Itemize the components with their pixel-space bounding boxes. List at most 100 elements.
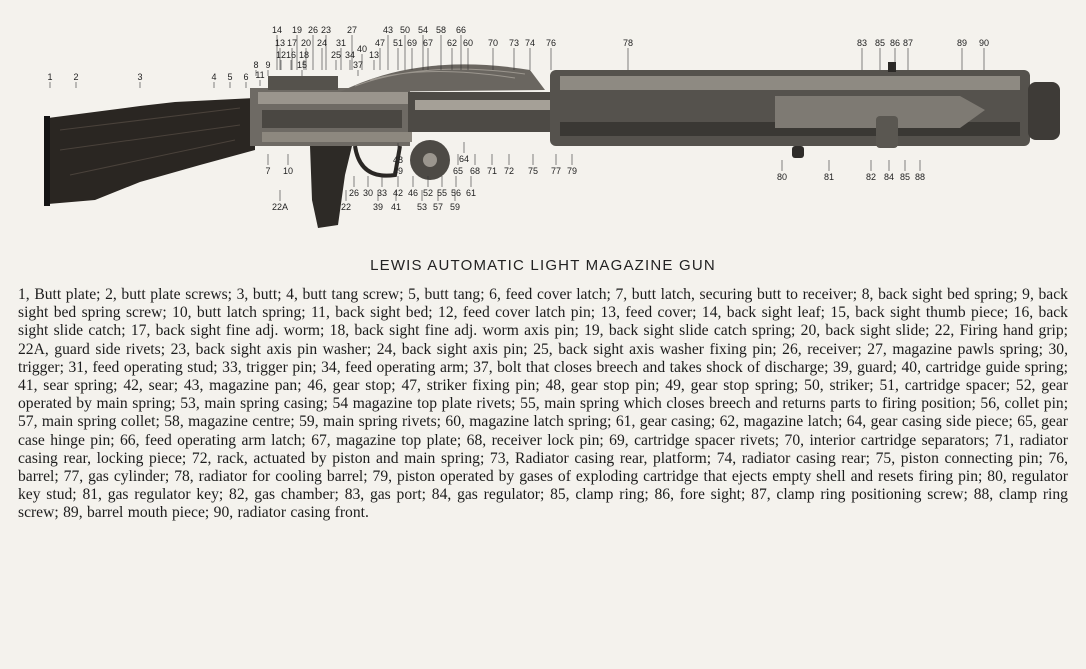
callout-number: 20	[301, 38, 311, 48]
callout-number: 86	[890, 38, 900, 48]
magazine-pan	[340, 64, 545, 92]
legend-entry: 81, gas regulator key;	[82, 486, 224, 504]
callout-number: 89	[957, 38, 967, 48]
legend-entry: 89, barrel mouth piece;	[63, 504, 210, 522]
legend-entry: 74, radiator casing rear;	[716, 449, 870, 467]
callout-number: 22	[341, 202, 351, 212]
callout-number: 10	[283, 166, 293, 176]
legend-entry: 25, back sight axis washer fixing pin;	[533, 340, 777, 358]
firing-hand-grip	[310, 146, 352, 228]
legend-entry: 82, gas chamber;	[229, 486, 339, 504]
callout-number: 90	[979, 38, 989, 48]
callout-number: 68	[470, 166, 480, 176]
callout-number: 37	[353, 60, 363, 70]
callout-number: 79	[567, 166, 577, 176]
callout-number: 5	[227, 72, 232, 82]
callout-number: 51	[393, 38, 403, 48]
legend-entry: 85, clamp ring;	[550, 486, 649, 504]
legend-entry: 26, receiver;	[782, 340, 862, 358]
callout-number: 57	[433, 202, 443, 212]
gear-center	[423, 153, 437, 167]
callout-number: 25	[331, 50, 341, 60]
callout-number: 71	[487, 166, 497, 176]
legend-entry: 4, butt tang screw;	[286, 286, 404, 303]
legend-entry: 42, sear;	[123, 377, 179, 395]
trigger-guard	[353, 145, 402, 178]
legend-entry: 88, clamp ring screw;	[18, 486, 1068, 522]
legend-entry: 39, guard;	[833, 358, 897, 376]
callout-number: 22A	[272, 202, 288, 212]
callout-number: 40	[357, 44, 367, 54]
legend-entry: 67, magazine top plate;	[311, 431, 462, 449]
callout-number: 1	[47, 72, 52, 82]
legend-entry: 84, gas regulator;	[431, 486, 545, 504]
parts-legend: 1, Butt plate; 2, butt plate screws; 3, …	[18, 286, 1068, 523]
callout-number: 88	[915, 172, 925, 182]
legend-entry: 10, butt latch spring;	[172, 304, 306, 322]
legend-entry: 78, radiator for cooling barrel;	[174, 468, 368, 486]
gas-regulator	[876, 116, 898, 148]
callout-number: 84	[884, 172, 894, 182]
callout-number: 82	[866, 172, 876, 182]
radiator-highlight	[560, 76, 1020, 90]
callout-number: 72	[504, 166, 514, 176]
callout-number: 42	[393, 188, 403, 198]
legend-entry: 70, interior cartridge separators;	[784, 431, 990, 449]
callout-number: 11	[255, 70, 264, 80]
callout-number: 52	[423, 188, 433, 198]
legend-entry: 16, back sight slide catch;	[18, 304, 1068, 340]
callout-number: 87	[903, 38, 913, 48]
legend-entry: 7, butt latch, securing butt to receiver…	[615, 286, 858, 303]
legend-entry: 68, receiver lock pin;	[466, 431, 604, 449]
callout-number: 7	[265, 166, 270, 176]
legend-entry: 40, cartridge guide spring;	[901, 358, 1068, 376]
legend-entry: 30, trigger;	[18, 340, 1068, 376]
callout-number: 77	[551, 166, 561, 176]
callout-number: 75	[528, 166, 538, 176]
legend-entry: 73, Radiator casing rear, platform;	[489, 449, 712, 467]
legend-entry: 11, back sight bed;	[310, 304, 433, 322]
callout-number: 81	[824, 172, 834, 182]
legend-entry: 22A, guard side rivets;	[18, 340, 166, 358]
legend-entry: 72, rack, actuated by piston and main sp…	[191, 449, 485, 467]
legend-entry: 64, gear casing side piece;	[846, 413, 1013, 431]
callout-number: 66	[456, 25, 466, 35]
callout-number: 39	[373, 202, 383, 212]
callout-number: 53	[417, 202, 427, 212]
legend-entry: 58, magazine centre;	[164, 413, 295, 431]
callout-number: 31	[336, 38, 346, 48]
legend-entry: 41, sear spring;	[18, 377, 118, 395]
legend-entry: 51, cartridge spacer;	[879, 377, 1011, 395]
legend-entry: 61, gear casing;	[615, 413, 716, 431]
legend-entry: 76, barrel;	[18, 449, 1068, 486]
legend-entry: 8, back sight bed spring;	[861, 286, 1018, 303]
legend-entry: 77, gas cylinder;	[63, 468, 170, 486]
back-sight	[268, 76, 338, 90]
magazine-pan-lines	[354, 68, 526, 87]
legend-entry: 56, collet pin;	[980, 395, 1069, 413]
callout-number: 6	[243, 72, 248, 82]
legend-entry: 86, fore sight;	[654, 486, 746, 504]
legend-entry: 19, back sight slide catch spring;	[584, 322, 796, 340]
callout-number: 27	[347, 25, 357, 35]
callout-number: 19	[292, 25, 302, 35]
callout-number: 50	[400, 25, 410, 35]
legend-entry: 48, gear stop pin;	[545, 377, 660, 395]
legend-entry: 46, gear stop;	[307, 377, 396, 395]
receiver-slot	[262, 110, 402, 128]
legend-entry: 53, main spring casing;	[180, 395, 328, 413]
legend-entry: 66, feed operating arm latch;	[120, 431, 306, 449]
legend-entry: 31, feed operating stud;	[68, 358, 218, 376]
callout-number: 18	[299, 50, 309, 60]
legend-entry: 20, back sight slide;	[800, 322, 930, 340]
callout-number: 61	[466, 188, 476, 198]
callout-number: 67	[423, 38, 433, 48]
legend-entry: 12, feed cover latch pin;	[438, 304, 596, 322]
legend-entry: 27, magazine pawls spring;	[867, 340, 1043, 358]
callout-number: 15	[297, 60, 307, 70]
callout-number: 43	[383, 25, 393, 35]
butt-plate	[44, 116, 50, 206]
